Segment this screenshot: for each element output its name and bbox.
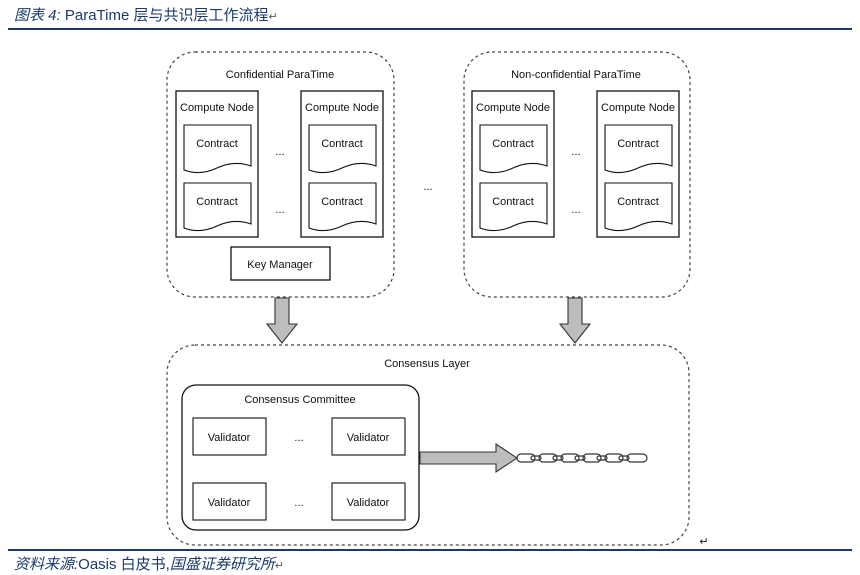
consensus-committee-title: Consensus Committee xyxy=(244,394,355,406)
confidential-paratime-title: Confidential ParaTime xyxy=(226,69,334,81)
contract-label: Contract xyxy=(617,138,659,150)
key-manager-label: Key Manager xyxy=(247,259,313,271)
contract-label: Contract xyxy=(321,196,363,208)
ellipsis: ... xyxy=(294,497,303,509)
validator-label: Validator xyxy=(208,497,251,509)
source-prefix: 资料来源: xyxy=(14,556,79,573)
caption-title: ParaTime 层与共识层工作流程 xyxy=(64,7,269,24)
return-mark-icon: ↵ xyxy=(274,560,285,572)
ellipsis: ... xyxy=(423,181,432,193)
ellipsis: ... xyxy=(571,146,580,158)
validator-box xyxy=(331,482,406,521)
down-arrow-icon xyxy=(558,297,592,344)
source-text: Oasis 白皮书, xyxy=(78,556,170,573)
validator-box xyxy=(331,417,406,456)
compute-node-label: Compute Node xyxy=(601,102,675,114)
validator-box xyxy=(192,482,267,521)
source-note: 资料来源:Oasis 白皮书,国盛证券研究所↵ xyxy=(14,553,284,574)
return-mark-icon: ↵ xyxy=(268,11,278,23)
contract-label: Contract xyxy=(492,196,534,208)
source-org: 国盛证券研究所 xyxy=(169,556,275,573)
contract-document-icon xyxy=(308,182,377,232)
contract-label: Contract xyxy=(617,196,659,208)
contract-label: Contract xyxy=(492,138,534,150)
compute-node-label: Compute Node xyxy=(305,102,379,114)
figure-caption: 图表 4: ParaTime 层与共识层工作流程↵ xyxy=(14,4,278,25)
contract-document-icon xyxy=(604,182,673,232)
contract-label: Contract xyxy=(196,196,238,208)
contract-document-icon xyxy=(183,182,252,232)
key-manager-box xyxy=(230,246,331,281)
compute-node-label: Compute Node xyxy=(476,102,550,114)
return-mark-icon: ↵ xyxy=(699,536,708,548)
non-confidential-paratime-title: Non-confidential ParaTime xyxy=(511,69,641,81)
contract-label: Contract xyxy=(321,138,363,150)
bottom-rule xyxy=(8,549,852,551)
validator-label: Validator xyxy=(347,432,390,444)
contract-document-icon xyxy=(308,124,377,174)
compute-node-label: Compute Node xyxy=(180,102,254,114)
ellipsis: ... xyxy=(275,146,284,158)
right-arrow-icon xyxy=(419,442,518,474)
contract-label: Contract xyxy=(196,138,238,150)
validator-label: Validator xyxy=(208,432,251,444)
ellipsis: ... xyxy=(294,432,303,444)
ellipsis: ... xyxy=(275,204,284,216)
top-rule xyxy=(8,28,852,30)
contract-document-icon xyxy=(183,124,252,174)
validator-label: Validator xyxy=(347,497,390,509)
consensus-layer-title: Consensus Layer xyxy=(384,358,470,370)
caption-prefix: 图表 4: xyxy=(14,7,61,24)
blockchain-chain-icon xyxy=(516,453,648,463)
contract-document-icon xyxy=(479,124,548,174)
down-arrow-icon xyxy=(265,297,299,344)
ellipsis: ... xyxy=(571,204,580,216)
validator-box xyxy=(192,417,267,456)
contract-document-icon xyxy=(604,124,673,174)
contract-document-icon xyxy=(479,182,548,232)
